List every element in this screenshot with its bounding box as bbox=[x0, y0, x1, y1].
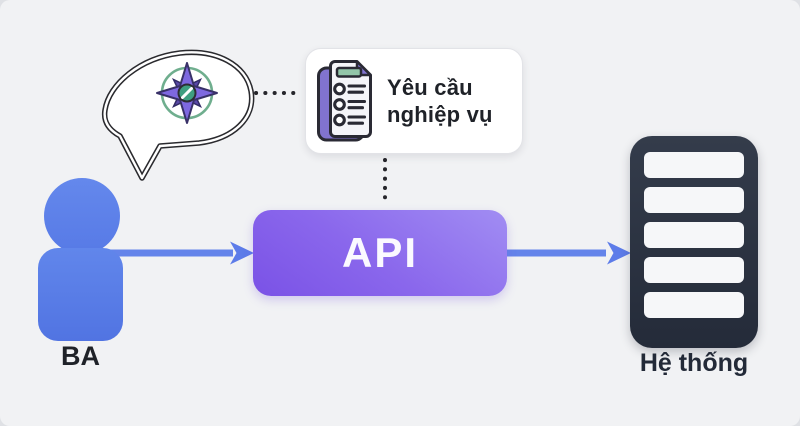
requirement-card: Yêu cầu nghiệp vụ bbox=[305, 48, 523, 154]
server-icon bbox=[630, 136, 758, 348]
api-label: API bbox=[341, 229, 418, 276]
person-body bbox=[38, 248, 123, 341]
requirement-card-line1: Yêu cầu bbox=[387, 75, 473, 100]
server-slot bbox=[644, 187, 744, 213]
person-icon bbox=[44, 178, 120, 254]
server-slot bbox=[644, 222, 744, 248]
requirement-card-label: Yêu cầu nghiệp vụ bbox=[387, 74, 493, 128]
requirement-card-line2: nghiệp vụ bbox=[387, 102, 493, 127]
api-box: API bbox=[253, 210, 507, 296]
speech-bubble-icon bbox=[101, 49, 255, 181]
arrow-api-to-system bbox=[507, 241, 631, 265]
compass-icon bbox=[156, 62, 218, 124]
server-slot bbox=[644, 152, 744, 178]
system-label: Hệ thống bbox=[639, 349, 749, 377]
server-slot bbox=[644, 257, 744, 283]
server-slot bbox=[644, 292, 744, 318]
actor-label: BA bbox=[61, 341, 100, 371]
arrow-ba-to-api bbox=[110, 241, 254, 265]
clipboard-icon bbox=[317, 60, 372, 142]
